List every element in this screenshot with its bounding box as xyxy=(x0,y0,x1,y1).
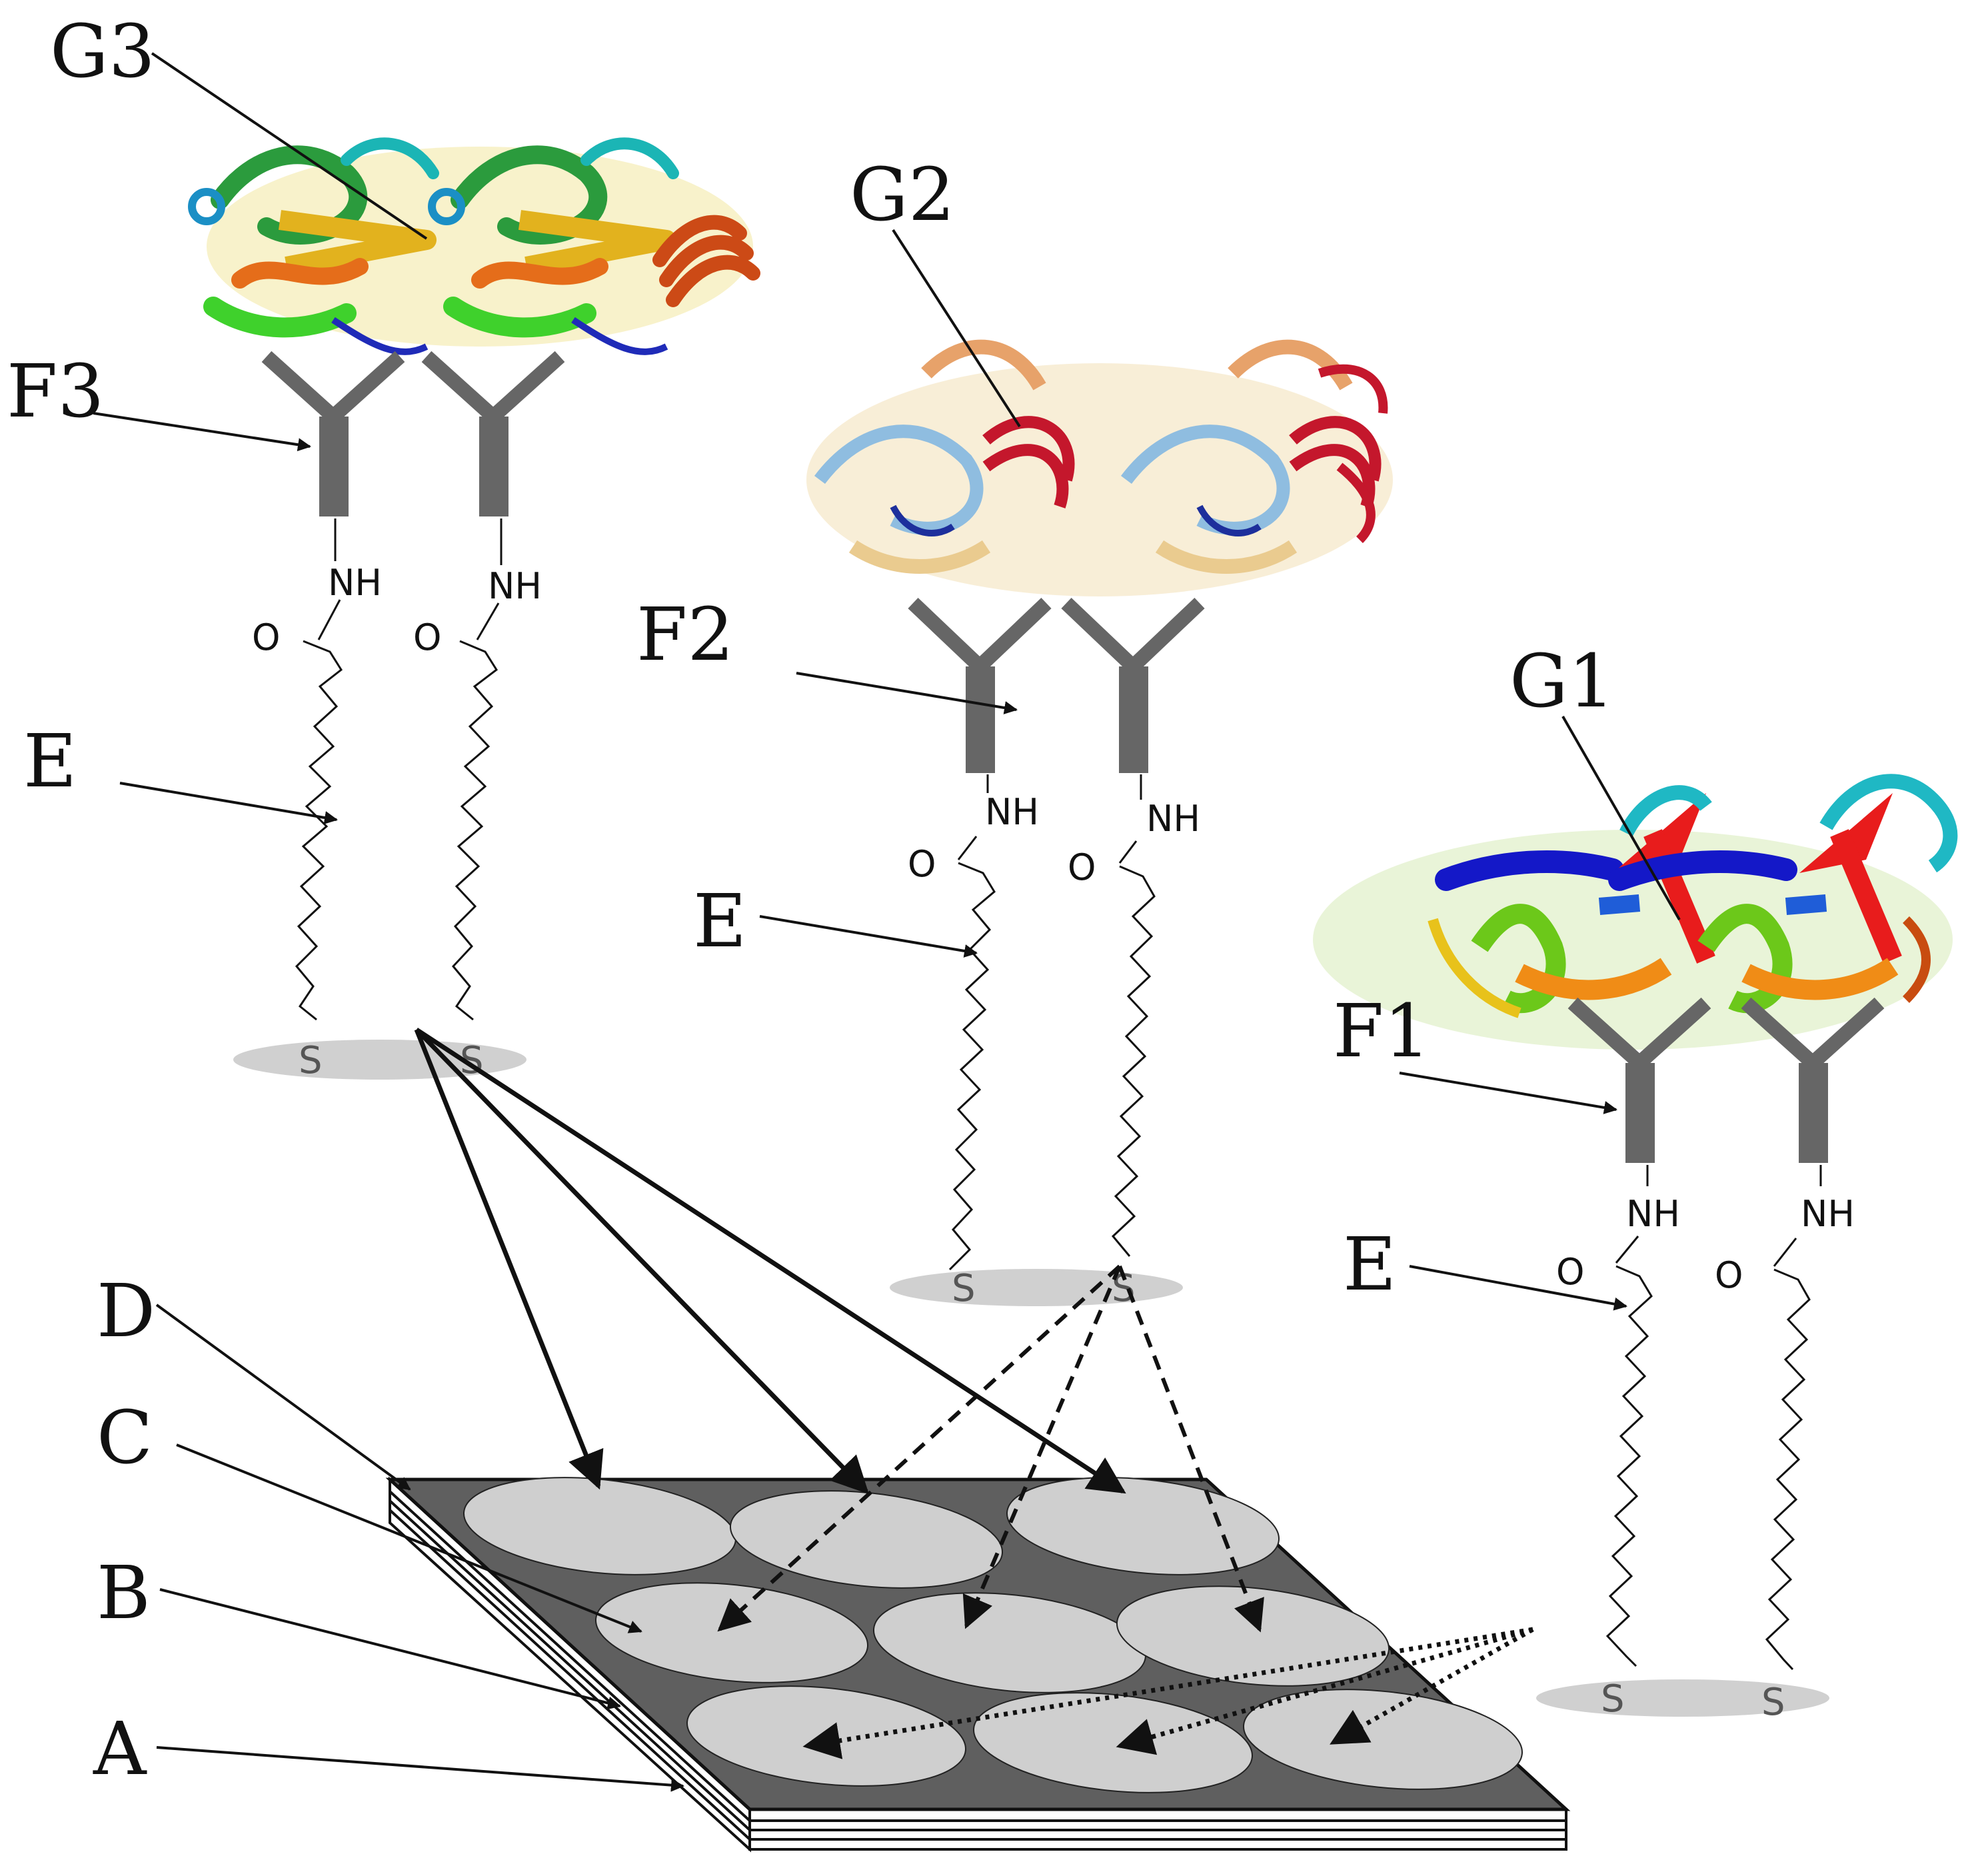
dashed-arrow xyxy=(962,1265,1122,1629)
sensor-spot xyxy=(1243,1689,1523,1790)
linker-chain xyxy=(1773,1238,1797,1267)
chip-layer-line-1 xyxy=(389,1490,1566,1822)
carbonyl-label: O xyxy=(1556,1251,1585,1293)
antibody-icon xyxy=(1567,997,1711,1163)
f1-leader xyxy=(1399,1072,1617,1114)
dashed-arrow xyxy=(717,1264,1122,1632)
amine-label: NH xyxy=(1146,798,1200,840)
f2-leader xyxy=(796,672,1018,714)
assembly-2: NH NH O O S S xyxy=(806,339,1393,1310)
label-d: D xyxy=(97,1268,155,1354)
linker-chain xyxy=(1111,865,1156,1257)
linker-chain xyxy=(317,599,341,640)
label-g2: G2 xyxy=(850,152,955,237)
label-c: C xyxy=(97,1395,153,1480)
sensor-spot xyxy=(1116,1585,1390,1687)
g3-leader xyxy=(151,52,428,240)
e-leader xyxy=(119,782,338,824)
assembly-1-arrows xyxy=(802,1627,1534,1759)
solid-arrow xyxy=(415,1028,869,1495)
labels: G3 F3 E G2 F2 E G1 F1 E D C B A xyxy=(7,9,1615,1791)
dotted-arrow xyxy=(1330,1627,1534,1745)
carbonyl-label: O xyxy=(252,616,281,658)
e-leader xyxy=(1409,1265,1627,1311)
label-f1: F1 xyxy=(1333,988,1430,1074)
g2-protein-icon xyxy=(806,339,1393,596)
antibody-icon xyxy=(1061,598,1205,773)
g3-protein-icon xyxy=(188,137,760,355)
label-e: E xyxy=(23,718,77,804)
sulfur-anchor-disc xyxy=(890,1269,1183,1306)
a-leader xyxy=(156,1746,684,1792)
antibody-icon xyxy=(908,598,1052,773)
linker-chain xyxy=(295,640,343,1021)
assembly-2-arrows xyxy=(717,1264,1264,1633)
g1-leader xyxy=(1561,716,1681,920)
d-leader xyxy=(155,1304,411,1491)
amine-label: NH xyxy=(488,565,542,607)
carbonyl-label: O xyxy=(1068,846,1096,888)
assembly-3-arrows xyxy=(414,1028,1126,1495)
c-leader xyxy=(176,1443,642,1633)
sensor-chip xyxy=(385,1476,1571,1853)
carbonyl-label: O xyxy=(413,616,442,658)
g2-leader xyxy=(892,229,1021,428)
antibody-icon xyxy=(261,351,405,516)
solid-arrow xyxy=(415,1028,1126,1494)
label-b: B xyxy=(97,1550,151,1635)
e-leader xyxy=(759,915,978,958)
label-f3: F3 xyxy=(7,349,104,434)
linker-chain xyxy=(1605,1265,1653,1667)
chip-layer-line-2 xyxy=(389,1499,1566,1831)
label-a: A xyxy=(93,1706,147,1791)
dotted-arrow xyxy=(802,1627,1533,1759)
label-g3: G3 xyxy=(50,9,155,94)
amine-label: NH xyxy=(985,791,1039,833)
label-f2: F2 xyxy=(636,592,734,677)
assembly-3: NH NH O O S S xyxy=(188,137,760,1082)
carbonyl-label: O xyxy=(908,843,936,885)
f3-leader xyxy=(93,412,311,452)
amine-label: NH xyxy=(1801,1193,1855,1235)
sulfur-label: S xyxy=(952,1267,976,1310)
b-leader xyxy=(159,1588,621,1710)
label-g1: G1 xyxy=(1509,638,1615,724)
chip-layer-line-3 xyxy=(389,1509,1566,1841)
sulfur-label: S xyxy=(1601,1677,1625,1721)
carbonyl-label: O xyxy=(1715,1254,1743,1296)
dashed-arrow xyxy=(1118,1265,1264,1633)
sensor-spots xyxy=(463,1477,1523,1793)
label-e: E xyxy=(693,878,746,964)
assembly-1: NH NH O O S S xyxy=(1313,774,1958,1724)
linker-chain xyxy=(1615,1236,1639,1264)
solid-arrow xyxy=(414,1028,604,1490)
sulfur-anchor-disc xyxy=(1536,1679,1829,1717)
antibody-icon xyxy=(1741,997,1885,1163)
antibody-icon xyxy=(421,351,565,516)
sensor-spot xyxy=(594,1582,869,1683)
linker-chain xyxy=(1118,840,1138,864)
label-e: E xyxy=(1343,1222,1396,1307)
sulfur-label: S xyxy=(1761,1681,1785,1724)
sulfur-label: S xyxy=(299,1039,323,1082)
leader-lines xyxy=(93,52,1681,1792)
linker-chain xyxy=(476,602,500,640)
sensor-spot xyxy=(872,1592,1147,1693)
amine-label: NH xyxy=(1626,1193,1680,1235)
linker-chain xyxy=(948,862,996,1271)
amine-label: NH xyxy=(328,562,382,604)
linker-chain xyxy=(957,836,978,860)
g1-protein-icon xyxy=(1313,774,1958,1050)
dotted-arrow xyxy=(1116,1627,1533,1755)
linker-chain xyxy=(1765,1268,1811,1671)
linker-chain xyxy=(452,640,498,1021)
